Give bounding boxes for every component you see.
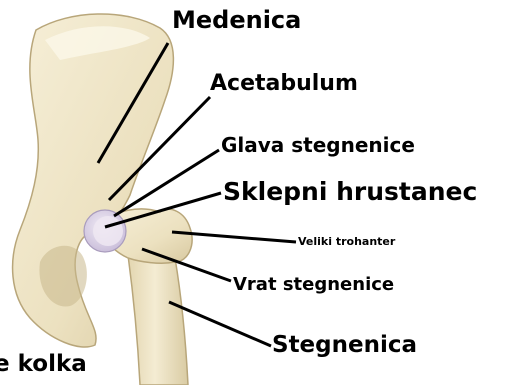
label-sklepni-hrustanec: Sklepni hrustanec (223, 179, 477, 204)
label-vrat-stegnenice: Vrat stegnenice (233, 276, 394, 294)
label-stegnenica: Stegnenica (272, 334, 417, 357)
diagram-caption: e kolka (0, 353, 87, 376)
label-acetabulum: Acetabulum (210, 73, 358, 95)
femoral-head (93, 216, 123, 246)
femur-shaft (128, 252, 188, 385)
label-veliki-trohanter: Veliki trohanter (298, 236, 395, 247)
label-glava-stegnenice: Glava stegnenice (221, 135, 415, 155)
label-medenica: Medenica (172, 8, 301, 32)
